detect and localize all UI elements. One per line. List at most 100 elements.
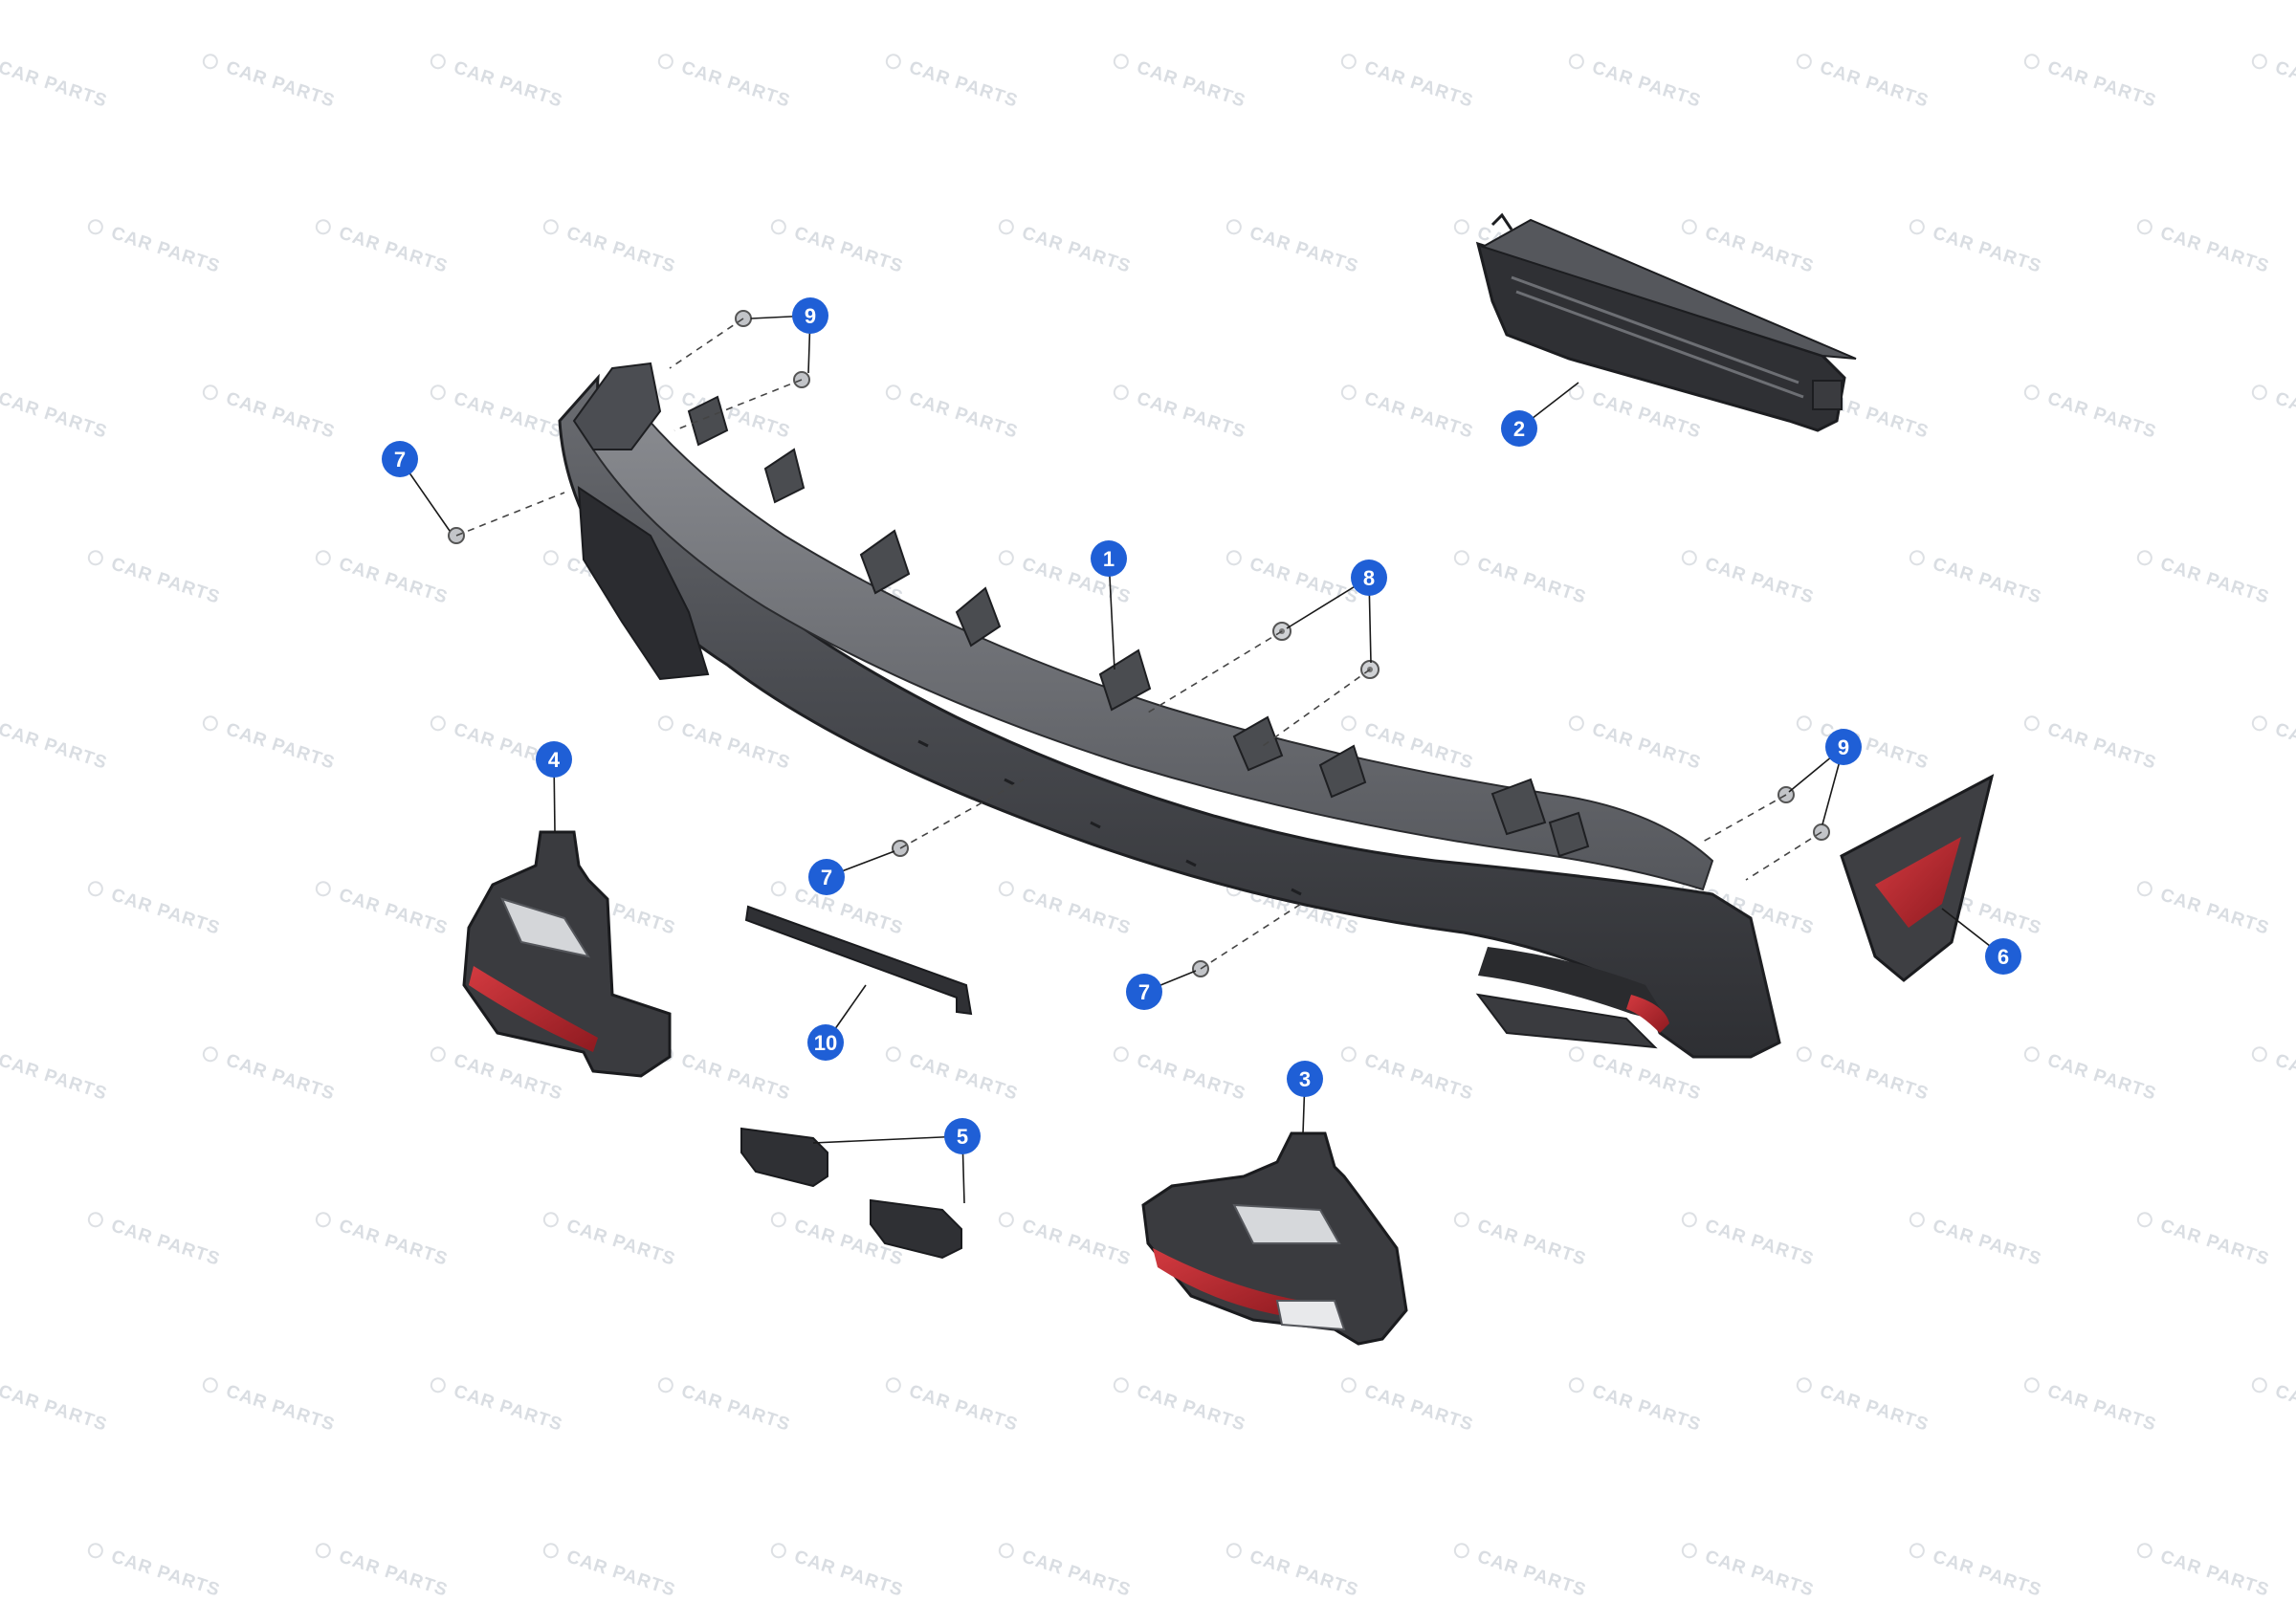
watermark-text: CAR PARTS xyxy=(0,719,110,774)
watermark: CAR PARTS xyxy=(885,384,1021,443)
watermark: CAR PARTS xyxy=(998,1543,1134,1601)
watermark-text: CAR PARTS xyxy=(109,554,223,608)
watermark-logo-icon xyxy=(1568,1377,1584,1394)
watermark-logo-icon xyxy=(2136,219,2152,235)
watermark: CAR PARTS xyxy=(1681,550,1817,608)
watermark-text: CAR PARTS xyxy=(1135,388,1248,443)
watermark-text: CAR PARTS xyxy=(907,57,1021,112)
watermark-logo-icon xyxy=(657,54,673,70)
watermark-logo-icon xyxy=(2251,384,2267,401)
watermark: CAR PARTS xyxy=(1796,1046,1932,1105)
watermark-logo-icon xyxy=(1340,54,1357,70)
watermark-logo-icon xyxy=(2023,54,2040,70)
watermark-text: CAR PARTS xyxy=(337,885,451,939)
watermark-logo-icon xyxy=(430,715,446,732)
watermark-text: CAR PARTS xyxy=(224,719,338,774)
watermark: CAR PARTS xyxy=(1568,715,1704,774)
watermark: CAR PARTS xyxy=(1453,1543,1589,1601)
watermark-logo-icon xyxy=(1453,1212,1469,1228)
watermark-logo-icon xyxy=(87,881,103,897)
watermark: CAR PARTS xyxy=(1113,54,1248,112)
watermark-text: CAR PARTS xyxy=(1475,554,1589,608)
watermark-logo-icon xyxy=(1340,1377,1357,1394)
watermark-text: CAR PARTS xyxy=(1362,1381,1476,1436)
watermark: CAR PARTS xyxy=(202,54,338,112)
watermark: CAR PARTS xyxy=(1909,1543,2044,1601)
watermark: CAR PARTS xyxy=(998,881,1134,939)
watermark-text: CAR PARTS xyxy=(1590,1381,1704,1436)
watermark-text: CAR PARTS xyxy=(0,57,110,112)
watermark: CAR PARTS xyxy=(315,881,451,939)
watermark-text: CAR PARTS xyxy=(1818,57,1932,112)
watermark-logo-icon xyxy=(202,384,218,401)
watermark: CAR PARTS xyxy=(0,388,110,443)
watermark-logo-icon xyxy=(770,1212,786,1228)
nut-icon xyxy=(1272,622,1380,679)
watermark-logo-icon xyxy=(657,715,673,732)
watermark: CAR PARTS xyxy=(87,219,223,277)
watermark-text: CAR PARTS xyxy=(564,1216,678,1270)
watermark-logo-icon xyxy=(542,219,559,235)
trim-strip-icon xyxy=(744,905,973,1016)
watermark: CAR PARTS xyxy=(2136,219,2272,277)
watermark: CAR PARTS xyxy=(202,384,338,443)
watermark-text: CAR PARTS xyxy=(2158,223,2272,277)
watermark-logo-icon xyxy=(1225,1543,1242,1559)
callout-label: 9 xyxy=(1838,735,1849,759)
watermark: CAR PARTS xyxy=(430,1046,565,1105)
watermark-text: CAR PARTS xyxy=(452,57,565,112)
watermark-text: CAR PARTS xyxy=(1247,223,1361,277)
watermark-logo-icon xyxy=(87,219,103,235)
callout-label: 1 xyxy=(1103,547,1115,571)
watermark-logo-icon xyxy=(770,881,786,897)
watermark: CAR PARTS xyxy=(1681,219,1817,277)
callout-label: 7 xyxy=(821,866,832,889)
watermark-logo-icon xyxy=(2251,1377,2267,1394)
watermark-text: CAR PARTS xyxy=(1362,388,1476,443)
watermark-text: CAR PARTS xyxy=(1931,1547,2044,1601)
callout-label: 3 xyxy=(1299,1067,1311,1091)
watermark: CAR PARTS xyxy=(657,1046,793,1105)
watermark-text: CAR PARTS xyxy=(679,57,793,112)
watermark-text: CAR PARTS xyxy=(907,1381,1021,1436)
callout-label: 6 xyxy=(1998,945,2009,969)
watermark-text: CAR PARTS xyxy=(1703,223,1817,277)
watermark-logo-icon xyxy=(657,384,673,401)
watermark: CAR PARTS xyxy=(1225,550,1361,608)
watermark: CAR PARTS xyxy=(542,1543,678,1601)
watermark-text: CAR PARTS xyxy=(1135,57,1248,112)
watermark-text: CAR PARTS xyxy=(792,223,906,277)
watermark-text: CAR PARTS xyxy=(452,388,565,443)
callout-7-upper-left: 7 xyxy=(382,441,418,477)
watermark: CAR PARTS xyxy=(2251,54,2296,112)
watermark-text: CAR PARTS xyxy=(109,223,223,277)
watermark-text: CAR PARTS xyxy=(2273,1050,2296,1105)
reflector-light-icon xyxy=(462,830,672,1078)
watermark-logo-icon xyxy=(1681,219,1697,235)
watermark-text: CAR PARTS xyxy=(452,1050,565,1105)
watermark: CAR PARTS xyxy=(87,1212,223,1270)
watermark-text: CAR PARTS xyxy=(2158,1216,2272,1270)
watermark: CAR PARTS xyxy=(2136,550,2272,608)
watermark-logo-icon xyxy=(998,1212,1014,1228)
watermark-text: CAR PARTS xyxy=(2045,1381,2159,1436)
watermark-logo-icon xyxy=(1113,1377,1129,1394)
watermark: CAR PARTS xyxy=(657,715,793,774)
watermark-logo-icon xyxy=(1113,1046,1129,1063)
bracket-cover-icon xyxy=(1475,212,1857,432)
watermark-text: CAR PARTS xyxy=(109,1216,223,1270)
watermark: CAR PARTS xyxy=(1453,1212,1589,1270)
watermark-text: CAR PARTS xyxy=(109,885,223,939)
watermark-logo-icon xyxy=(1909,1543,1925,1559)
watermark: CAR PARTS xyxy=(2136,1543,2272,1601)
watermark: CAR PARTS xyxy=(1453,550,1589,608)
watermark-logo-icon xyxy=(1340,384,1357,401)
watermark-text: CAR PARTS xyxy=(907,388,1021,443)
callout-4: 4 xyxy=(536,741,572,778)
watermark: CAR PARTS xyxy=(2023,1377,2159,1436)
watermark-logo-icon xyxy=(202,54,218,70)
watermark-logo-icon xyxy=(1681,1212,1697,1228)
bumper-carrier-icon xyxy=(558,362,1781,1059)
watermark: CAR PARTS xyxy=(1225,219,1361,277)
callout-8: 8 xyxy=(1351,560,1387,596)
